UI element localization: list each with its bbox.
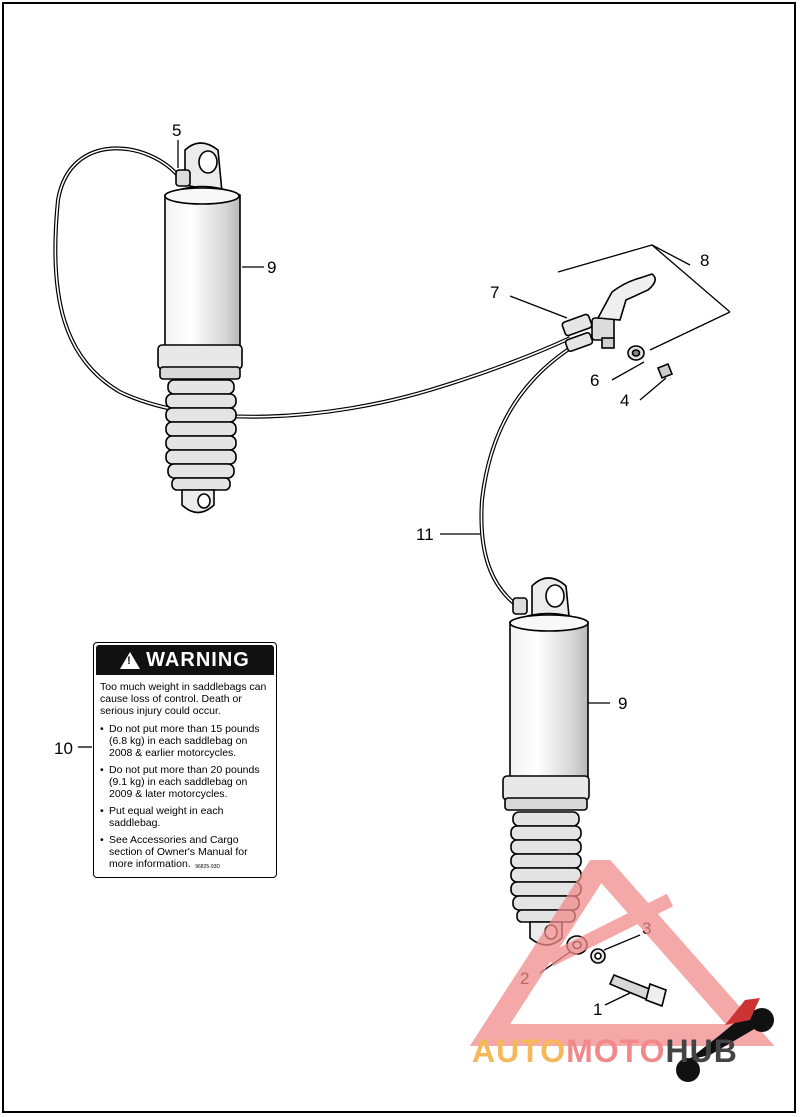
warning-intro: Too much weight in saddlebags can cause … bbox=[100, 681, 267, 717]
warning-bullet: Put equal weight in each saddlebag. bbox=[100, 805, 270, 829]
watermark-logo bbox=[470, 860, 775, 1082]
callout-9-lower: 9 bbox=[618, 694, 627, 713]
callout-5: 5 bbox=[172, 121, 181, 140]
lock-washer-3 bbox=[590, 948, 606, 964]
motorcycle-icon bbox=[676, 998, 774, 1082]
warning-label: ! WARNING Too much weight in saddlebags … bbox=[93, 642, 277, 878]
warning-banner: ! WARNING bbox=[96, 645, 274, 675]
warning-title: WARNING bbox=[146, 648, 250, 671]
callout-1: 1 bbox=[593, 1000, 602, 1019]
leader-lines bbox=[78, 140, 731, 1006]
warning-bullet: Do not put more than 20 pounds (9.1 kg) … bbox=[100, 764, 270, 800]
shock-absorber-upper bbox=[157, 142, 243, 514]
watermark-hub: HUB bbox=[665, 1033, 738, 1069]
warning-bullet: See Accessories and Cargo section of Own… bbox=[100, 834, 270, 870]
callout-8: 8 bbox=[700, 251, 709, 270]
warning-list: Do not put more than 15 pounds (6.8 kg) … bbox=[100, 723, 270, 870]
watermark-text: AUTOMOTOHUB bbox=[472, 1033, 738, 1070]
valve-cap-4 bbox=[656, 362, 674, 380]
watermark-moto: MOTO bbox=[566, 1033, 666, 1069]
callout-11: 11 bbox=[416, 525, 434, 544]
air-hose-right-inner bbox=[480, 344, 576, 609]
warning-part-number: 96825-93D bbox=[195, 864, 220, 870]
warning-triangle-icon: ! bbox=[120, 651, 141, 669]
warning-body: Too much weight in saddlebags can cause … bbox=[94, 677, 276, 870]
callout-6: 6 bbox=[590, 371, 599, 390]
bolt-1 bbox=[608, 973, 667, 1008]
callout-7: 7 bbox=[490, 283, 499, 302]
air-valve-assembly bbox=[561, 273, 656, 353]
callout-9-upper: 9 bbox=[267, 258, 276, 277]
callout-4: 4 bbox=[620, 391, 629, 410]
warning-bullet: Do not put more than 15 pounds (6.8 kg) … bbox=[100, 723, 270, 759]
watermark-auto: AUTO bbox=[472, 1033, 567, 1069]
air-hose-left-inner bbox=[54, 147, 571, 418]
callout-10: 10 bbox=[54, 739, 73, 758]
nut-6 bbox=[627, 345, 645, 361]
